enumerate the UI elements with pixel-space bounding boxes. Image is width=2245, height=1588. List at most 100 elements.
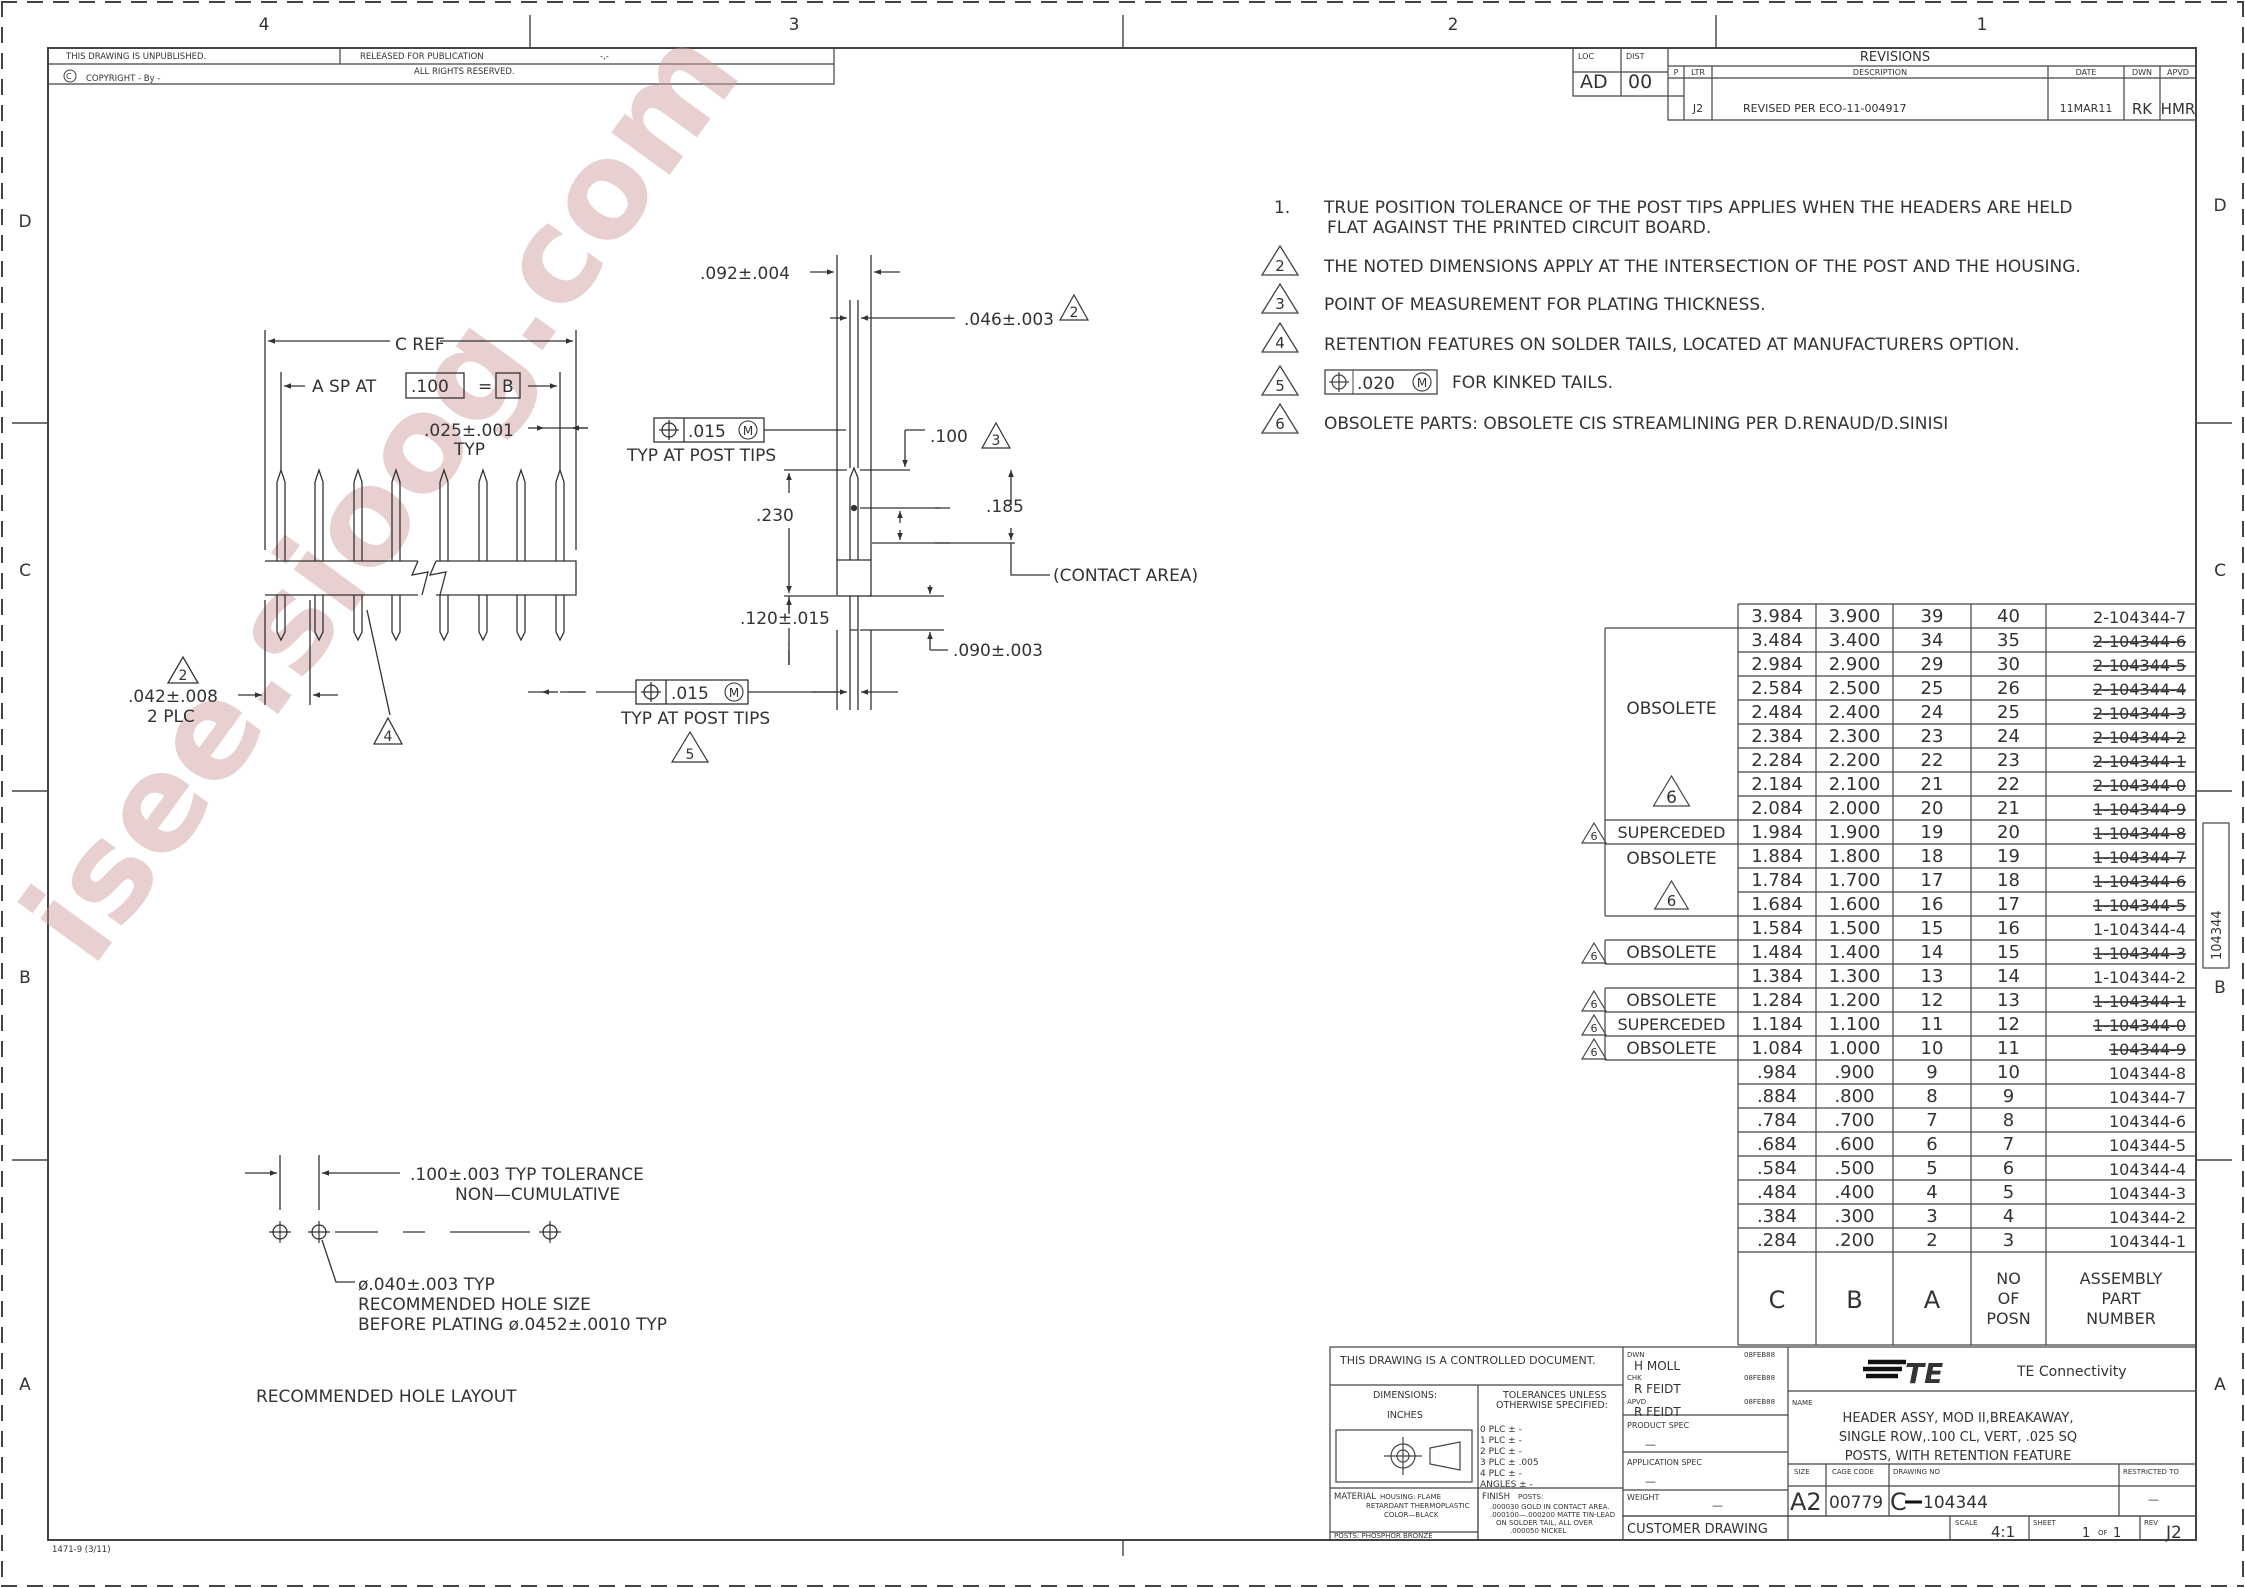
table-header-cell: A <box>1924 1286 1941 1314</box>
unpublished-text: THIS DRAWING IS UNPUBLISHED. <box>65 52 206 62</box>
break-line <box>410 560 447 596</box>
product-spec-value: — <box>1645 1438 1656 1451</box>
table-cell-n: 18 <box>1997 870 2020 891</box>
note-5-triangle <box>1260 364 1300 396</box>
note-4-text: RETENTION FEATURES ON SOLDER TAILS, LOCA… <box>1324 335 2020 355</box>
fcf-bottom-note: TYP AT POST TIPS <box>620 709 770 729</box>
zone-labels: 4 3 2 1 D C B A D C B A <box>18 15 2226 1395</box>
status-obsolete-2: OBSOLETE <box>1626 849 1716 869</box>
table-cell-b: .300 <box>1834 1206 1874 1227</box>
zone-row-d-left: D <box>18 212 31 232</box>
table-cell-c: 2.184 <box>1751 774 1803 795</box>
chk-name: R FEIDT <box>1634 1382 1681 1396</box>
rev-header-desc: DESCRIPTION <box>1853 68 1907 77</box>
table-cell-n: 7 <box>2003 1134 2014 1155</box>
apvd-label: APVD <box>1627 1398 1646 1406</box>
table-cell-b: 1.100 <box>1829 1014 1881 1035</box>
table-header-line: NO <box>1996 1269 2021 1288</box>
table-cell-n: 30 <box>1997 654 2020 675</box>
note-3-text: POINT OF MEASUREMENT FOR PLATING THICKNE… <box>1324 295 1766 315</box>
table-cell-n: 8 <box>2003 1110 2014 1131</box>
dist-value: 00 <box>1628 71 1652 93</box>
status-grid <box>1604 627 1738 1061</box>
table-cell-a: 13 <box>1921 966 1944 987</box>
table-cell-n: 4 <box>2003 1206 2014 1227</box>
dim-120: .120±.015 <box>740 609 830 629</box>
table-cell-b: 2.400 <box>1829 702 1881 723</box>
table-cell-part-number: 2-104344-5 <box>2093 656 2186 675</box>
name-line-2: SINGLE ROW,.100 CL, VERT, .025 SQ <box>1839 1430 2077 1445</box>
table-header-line: PART <box>2101 1289 2141 1308</box>
table-cell-a: 39 <box>1921 606 1944 627</box>
table-cell-n: 13 <box>1997 990 2020 1011</box>
status-tri-6-c: 6 <box>1653 879 1690 910</box>
table-cell-c: .384 <box>1757 1206 1797 1227</box>
te-logo: TE <box>1863 1357 1943 1390</box>
table-cell-part-number: 104344-2 <box>2109 1208 2186 1227</box>
watermark: isee.sioog.com <box>0 1 770 989</box>
dwg-prefix: C <box>1890 1488 1907 1516</box>
table-cell-c: 1.784 <box>1751 870 1803 891</box>
dim-100: .100 <box>930 427 968 447</box>
table-cell-c: 1.584 <box>1751 918 1803 939</box>
company-name: TE Connectivity <box>2016 1364 2127 1380</box>
rev-header-date: DATE <box>2076 68 2097 77</box>
status-superceded-1: SUPERCEDED <box>1618 823 1726 842</box>
table-cell-part-number: 2-104344-2 <box>2093 728 2186 747</box>
table-cell-n: 20 <box>1997 822 2020 843</box>
zone-col-3: 3 <box>789 15 800 35</box>
top-width-dim: .092±.004 <box>700 264 790 284</box>
tri-2-side: 2 <box>1070 305 1079 321</box>
material-2: RETARDANT THERMOPLASTIC <box>1366 1502 1470 1510</box>
name-line-3: POSTS, WITH RETENTION FEATURE <box>1845 1449 2072 1464</box>
table-cell-part-number: 2-104344-6 <box>2093 632 2186 651</box>
table-cell-a: 16 <box>1921 894 1944 915</box>
note-3-triangle <box>1260 282 1300 314</box>
hole-rec-size: RECOMMENDED HOLE SIZE <box>358 1295 591 1315</box>
zone-row-b-left: B <box>19 968 31 988</box>
table-cell-n: 25 <box>1997 702 2020 723</box>
table-cell-part-number: 1-104344-5 <box>2093 896 2186 915</box>
customer-drawing: CUSTOMER DRAWING <box>1627 1522 1768 1537</box>
table-cell-b: .400 <box>1834 1182 1874 1203</box>
table-cell-n: 21 <box>1997 798 2020 819</box>
status-tri-6-b-number: 6 <box>1591 830 1598 843</box>
status-tri-6-a-shape <box>1652 774 1691 807</box>
size-label: SIZE <box>1794 1468 1810 1476</box>
table-cell-part-number: 1-104344-8 <box>2093 824 2186 843</box>
post-size-dim: .025±.001 <box>424 421 514 441</box>
status-tri-6-e-shape <box>1580 989 1608 1012</box>
table-cell-c: .484 <box>1757 1182 1797 1203</box>
table-header-cell: C <box>1769 1286 1786 1314</box>
front-view-labels: C REF A SP AT .100 = B .025±.001 TYP 2 .… <box>128 335 514 745</box>
posts-material: POSTS: PHOSPHOR BRONZE <box>1334 1532 1433 1540</box>
table-cell-part-number: 104344-1 <box>2109 1232 2186 1251</box>
sheet-label: SHEET <box>2033 1519 2057 1527</box>
rev-apvd: HMR <box>2161 100 2196 118</box>
table-cell-b: 2.500 <box>1829 678 1881 699</box>
status-tri-6-a-number: 6 <box>1666 788 1677 808</box>
edge-dim: .042±.008 <box>128 687 218 707</box>
header-post <box>353 467 363 642</box>
status-column: OBSOLETE6SUPERCEDED6OBSOLETE6OBSOLETE6OB… <box>1580 627 1738 1061</box>
rev-date: 11MAR11 <box>2060 102 2113 115</box>
note-6-text: OBSOLETE PARTS: OBSOLETE CIS STREAMLININ… <box>1324 414 1948 434</box>
table-header-line: C <box>1769 1286 1786 1314</box>
dwg-no-label: DRAWING NO <box>1893 1468 1940 1476</box>
post-typ: TYP <box>453 440 485 460</box>
table-cell-n: 17 <box>1997 894 2020 915</box>
zone-row-c-left: C <box>19 561 31 581</box>
note-2-marker: 2 <box>1275 257 1285 275</box>
table-cell-a: 15 <box>1921 918 1944 939</box>
table-header-line: A <box>1924 1286 1941 1314</box>
